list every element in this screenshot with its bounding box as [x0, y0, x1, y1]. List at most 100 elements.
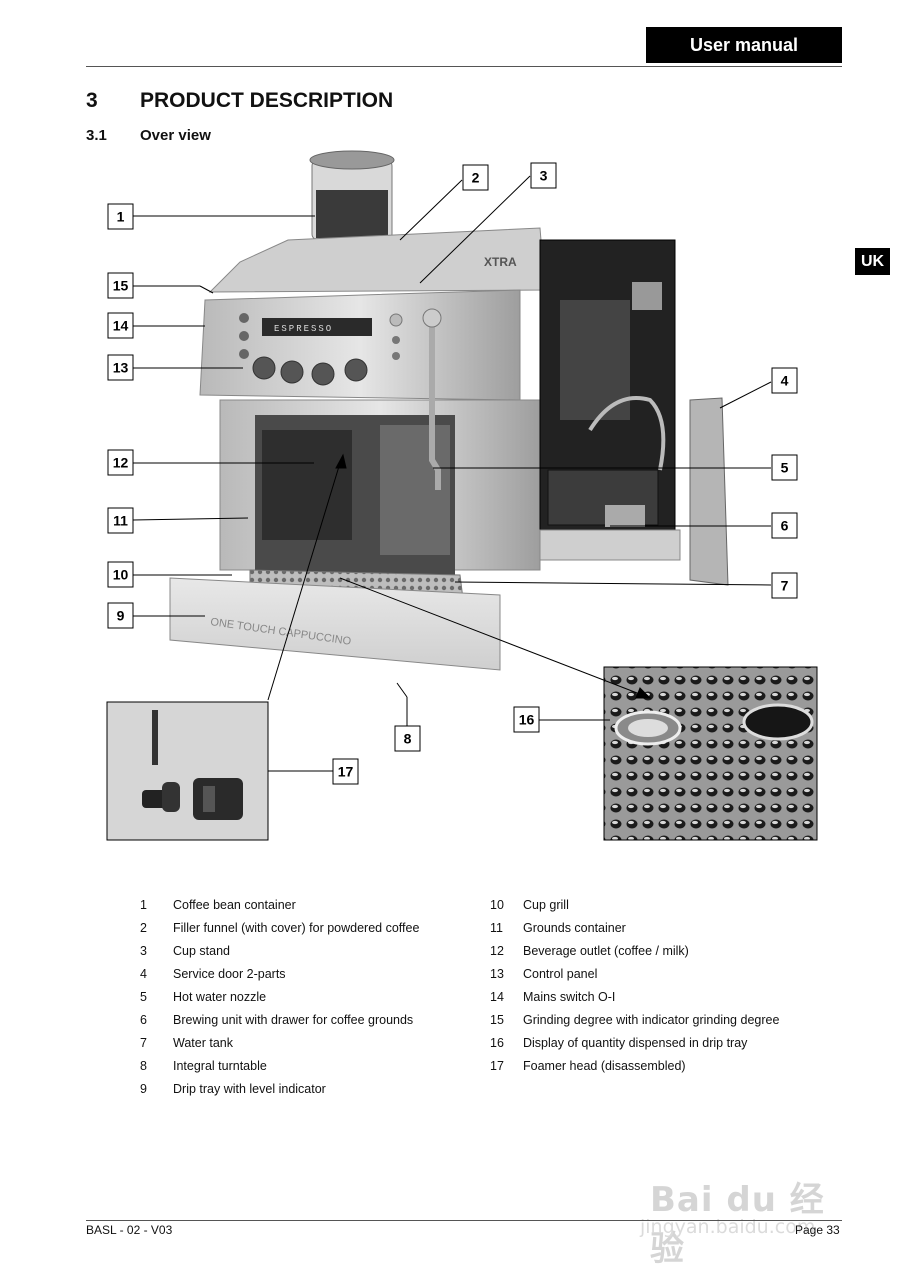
svg-text:6: 6 — [781, 518, 789, 534]
section-title: PRODUCT DESCRIPTION — [140, 89, 394, 112]
legend-number: 1 — [140, 897, 147, 912]
legend-text: Beverage outlet (coffee / milk) — [523, 943, 689, 958]
subsection-number: 3.1 — [86, 127, 107, 144]
legend-number: 6 — [140, 1013, 147, 1028]
callout-16: 16 — [513, 706, 540, 733]
legend-item: 15 Grinding degree with indicator grindin… — [490, 1008, 779, 1031]
watermark-site: jingyan.baidu.com — [640, 1216, 816, 1238]
footer-rule — [86, 1220, 842, 1221]
legend-text: Brewing unit with drawer for coffee grou… — [173, 1013, 414, 1028]
svg-text:9: 9 — [117, 608, 125, 624]
legend-number: 7 — [140, 1036, 147, 1051]
legend-left: 1 Coffee bean container 2 Filler funnel (w… — [140, 893, 419, 1101]
side-logo: XTRA — [484, 255, 517, 269]
watermark-brand: Bai du 经验 — [650, 1180, 825, 1269]
legend-number: 5 — [140, 989, 147, 1004]
overview-figure: XTRA ESPRESSO ONE TOUCH CAPPUCCINO — [106, 150, 818, 841]
legend-number: 2 — [140, 920, 147, 935]
legend-number: 11 — [490, 920, 503, 935]
legend-text: Coffee bean container — [173, 897, 296, 912]
legend-text: Cup grill — [523, 897, 569, 912]
legend-item: 11 Grounds container — [490, 916, 779, 939]
svg-text:14: 14 — [113, 318, 129, 334]
svg-text:15: 15 — [113, 278, 129, 294]
svg-text:5: 5 — [781, 460, 789, 476]
legend-item: 1 Coffee bean container — [140, 893, 419, 916]
svg-text:13: 13 — [113, 360, 129, 376]
legend-item: 6 Brewing unit with drawer for coffee gro… — [140, 1008, 419, 1031]
svg-text:3: 3 — [540, 168, 548, 184]
callout-2: 2 — [462, 164, 489, 191]
callout-15: 15 — [107, 272, 134, 299]
legend-item: 5 Hot water nozzle — [140, 985, 419, 1008]
svg-text:10: 10 — [113, 567, 129, 583]
callout-9: 9 — [107, 602, 134, 629]
svg-text:4: 4 — [781, 373, 789, 389]
callout-14: 14 — [107, 312, 134, 339]
callout-10: 10 — [107, 561, 134, 588]
header-rule — [86, 66, 842, 67]
callout-11: 11 — [107, 507, 134, 534]
callout-4: 4 — [771, 367, 798, 394]
legend-item: 4 Service door 2-parts — [140, 962, 419, 985]
svg-text:1: 1 — [117, 209, 125, 225]
legend-text: Control panel — [523, 966, 598, 981]
legend-number: 17 — [490, 1059, 504, 1074]
callout-1: 1 — [107, 203, 134, 230]
document-code: BASL - 02 - V03 — [86, 1223, 173, 1237]
section-number: 3 — [86, 89, 98, 112]
legend-item: 17 Foamer head (disassembled) — [490, 1055, 779, 1078]
legend-item: 2 Filler funnel (with cover) for powdered… — [140, 916, 419, 939]
legend-text: Grinding degree with indicator grinding … — [523, 1013, 780, 1028]
legend-number: 4 — [140, 966, 147, 981]
legend-item: 3 Cup stand — [140, 939, 419, 962]
legend-number: 8 — [140, 1059, 147, 1074]
legend-text: Integral turntable — [173, 1059, 267, 1074]
legend-number: 12 — [490, 943, 504, 958]
legend-number: 13 — [490, 966, 504, 981]
legend-item: 7 Water tank — [140, 1032, 419, 1055]
callout-13: 13 — [107, 354, 134, 381]
page-number: Page 33 — [795, 1223, 840, 1237]
legend-text: Foamer head (disassembled) — [523, 1059, 686, 1074]
legend-text: Cup stand — [173, 943, 230, 958]
callout-17: 17 — [332, 758, 359, 785]
callout-8: 8 — [394, 725, 421, 752]
legend-number: 3 — [140, 943, 147, 958]
legend-text: Grounds container — [523, 920, 626, 935]
legend-item: 12 Beverage outlet (coffee / milk) — [490, 939, 779, 962]
section-heading: 3 PRODUCT DESCRIPTION — [86, 89, 393, 113]
svg-text:8: 8 — [404, 731, 412, 747]
subsection-title: Over view — [140, 127, 211, 144]
legend-text: Water tank — [173, 1036, 233, 1051]
baidu-watermark: Bai du 经验 jingyan.baidu.com — [640, 1150, 850, 1269]
callout-7: 7 — [771, 572, 798, 599]
callout-boxes: 1 2 3 4 5 6 7 8 9 10 11 12 13 14 15 16 1… — [107, 162, 798, 785]
legend-text: Hot water nozzle — [173, 989, 267, 1004]
svg-text:2: 2 — [472, 170, 480, 186]
svg-text:16: 16 — [519, 712, 535, 728]
legend-text: Drip tray with level indicator — [173, 1082, 326, 1097]
leader-lines — [132, 175, 772, 772]
callout-5: 5 — [771, 454, 798, 481]
legend-item: 16 Display of quantity dispensed in drip … — [490, 1032, 779, 1055]
legend-text: Mains switch O-I — [523, 989, 616, 1004]
legend-number: 16 — [490, 1036, 504, 1051]
legend-item: 10 Cup grill — [490, 893, 779, 916]
legend-item: 8 Integral turntable — [140, 1055, 419, 1078]
display-window — [262, 318, 372, 336]
callout-3: 3 — [530, 162, 557, 189]
display-text: ESPRESSO — [274, 324, 333, 334]
svg-text:7: 7 — [781, 578, 789, 594]
svg-text:17: 17 — [338, 764, 354, 780]
legend-number: 15 — [490, 1013, 504, 1028]
inset-foamer-head — [106, 701, 269, 841]
legend-text: Filler funnel (with cover) for powdered … — [173, 920, 420, 935]
svg-text:12: 12 — [113, 455, 129, 471]
legend-text: Service door 2-parts — [173, 966, 286, 981]
legend-right: 10 Cup grill 11 Grounds container 12 Bevera… — [490, 893, 779, 1078]
legend-text: Display of quantity dispensed in drip tr… — [523, 1036, 748, 1051]
svg-text:11: 11 — [113, 513, 128, 529]
legend-number: 10 — [490, 897, 504, 912]
